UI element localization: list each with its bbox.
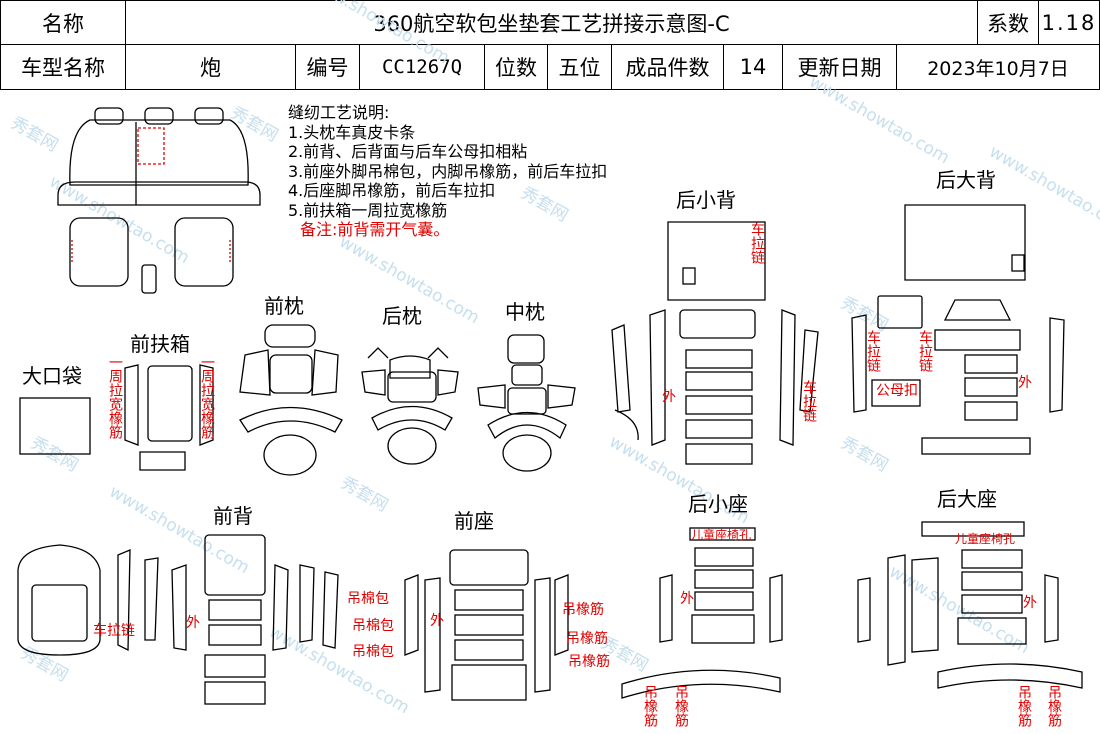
annotation-outer: 外: [1018, 375, 1032, 391]
front-headrest-pieces: [239, 324, 343, 476]
seat-value: 五位: [547, 44, 612, 90]
annotation-outer: 外: [662, 389, 676, 405]
annotation-elastic: 吊橡筋: [1016, 685, 1032, 727]
rear-small-seat-pieces: [621, 527, 783, 699]
header-table: 名称 360航空软包坐垫套工艺拼接示意图-C 系数 1.18 车型名称 炮 编号…: [0, 0, 1100, 90]
annotation-outer: 外: [1023, 595, 1037, 611]
annotation-outer: 外: [186, 615, 200, 631]
model-label: 车型名称: [0, 44, 126, 90]
label-big-pocket: 大口袋: [22, 364, 82, 388]
annotation-cotton-pack: 吊棉包: [352, 618, 394, 634]
label-front-headrest: 前枕: [264, 294, 304, 318]
sewing-notes: 缝纫工艺说明: 1.头枕车真皮卡条 2.前背、后背面与后车公母扣相粘 3.前座外…: [288, 103, 607, 240]
annotation-elastic: 吊橡筋: [566, 631, 608, 647]
seat-label: 位数: [484, 44, 548, 90]
date-value: 2023年10月7日: [896, 44, 1100, 90]
rear-headrest-pieces: [361, 347, 459, 465]
note-item: 4.后座脚吊橡筋，前后车拉扣: [288, 181, 496, 200]
annotation-elastic: 吊橡筋: [1046, 685, 1062, 727]
annotation-elastic: 吊橡筋: [673, 685, 689, 727]
label-front-seat: 前座: [454, 509, 494, 533]
pattern-drawing: [17, 107, 1083, 705]
label-front-armrest: 前扶箱: [130, 332, 190, 356]
big-pocket-piece: [19, 397, 91, 455]
annotation-elastic: 吊橡筋: [562, 602, 604, 618]
annotation-snap: 公母扣: [876, 383, 918, 399]
front-back-pieces: [17, 534, 339, 705]
annotation-child-seat-hole: 儿童座椅孔: [955, 532, 1016, 546]
rear-small-back-pieces: [611, 221, 819, 465]
label-rear-small-back: 后小背: [676, 188, 736, 212]
annotation-zipper: 车拉链: [93, 623, 135, 639]
model-value: 炮: [125, 44, 296, 90]
annotation-elastic-wide: 一周拉宽橡筋: [199, 355, 215, 439]
annotation-zipper: 车拉链: [801, 380, 817, 422]
count-label: 成品件数: [611, 44, 724, 90]
label-middle-headrest: 中枕: [505, 300, 545, 324]
note-item: 2.前背、后背面与后车公母扣相粘: [288, 142, 528, 161]
seat-layout-thumbnail: [57, 107, 261, 294]
annotation-outer: 外: [680, 591, 694, 607]
annotation-zipper: 车拉链: [865, 330, 881, 372]
annotation-outer: 外: [430, 613, 444, 629]
date-label: 更新日期: [782, 44, 897, 90]
annotation-child-seat-hole: 儿童座椅孔: [691, 528, 752, 542]
note-item: 1.头枕车真皮卡条: [288, 122, 416, 142]
rear-big-back-pieces: [851, 204, 1065, 455]
annotation-zipper: 车拉链: [917, 330, 933, 372]
label-rear-big-seat: 后大座: [937, 487, 997, 511]
annotation-zipper: 车拉链: [749, 222, 765, 264]
label-front-back: 前背: [213, 504, 253, 528]
remark: 备注:前背需开气囊。: [300, 220, 450, 239]
note-item: 5.前扶箱一周拉宽橡筋: [288, 200, 448, 220]
annotation-elastic: 吊橡筋: [568, 654, 610, 670]
middle-headrest-pieces: [477, 334, 576, 472]
annotation-elastic: 吊橡筋: [642, 685, 658, 727]
coef-value: 1.18: [1038, 0, 1100, 45]
code-value: CC1267Q: [359, 44, 485, 90]
page-title: 360航空软包坐垫套工艺拼接示意图-C: [125, 0, 978, 45]
annotation-cotton-pack: 吊棉包: [352, 644, 394, 660]
note-item: 3.前座外脚吊棉包，内脚吊橡筋，前后车拉扣: [288, 161, 608, 181]
notes-title: 缝纫工艺说明:: [288, 103, 390, 122]
count-value: 14: [723, 44, 783, 90]
rear-big-seat-pieces: [857, 521, 1083, 689]
label-rear-big-back: 后大背: [936, 168, 996, 192]
annotation-cotton-pack: 吊棉包: [347, 591, 389, 607]
annotation-elastic-wide: 一周拉宽橡筋: [107, 355, 123, 439]
label-rear-headrest: 后枕: [382, 304, 422, 328]
label-rear-small-seat: 后小座: [688, 492, 748, 516]
code-label: 编号: [295, 44, 360, 90]
front-seat-pieces: [404, 549, 569, 701]
coef-label: 系数: [977, 0, 1039, 45]
front-armrest-pieces: [124, 364, 214, 471]
name-label: 名称: [0, 0, 126, 45]
